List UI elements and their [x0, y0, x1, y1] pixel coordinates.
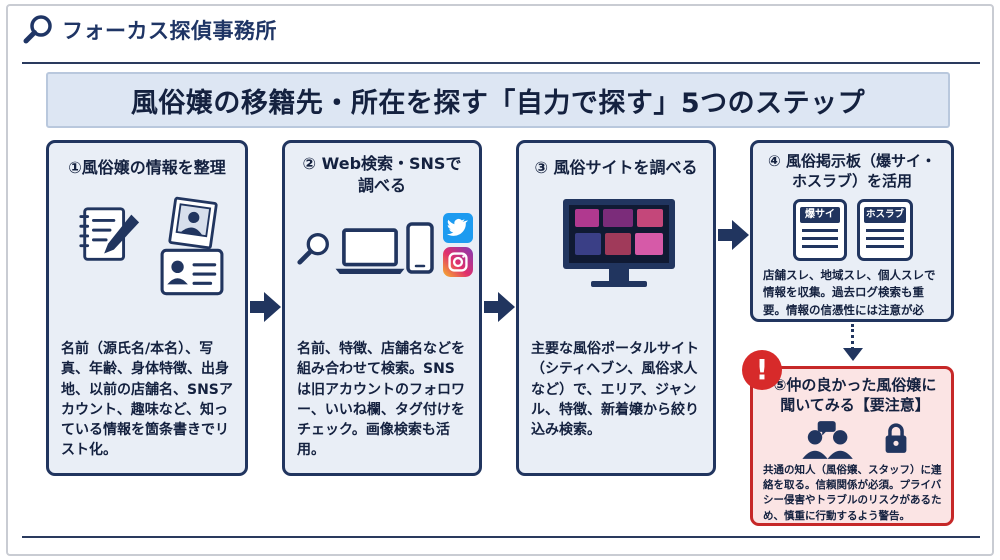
twitter-icon: [443, 213, 473, 243]
phone-label-hosulove: ホスラブ: [864, 207, 906, 223]
id-card-icon: [160, 248, 224, 296]
alert-icon: !: [742, 350, 782, 390]
step-card-2: ② Web検索・SNSで 調べる 名前、特徴、店舗名などを組み合わせて検索。SN…: [282, 140, 482, 476]
arrow-right-icon: [484, 292, 515, 322]
laptop-icon: [335, 228, 405, 274]
step-2-description: 名前、特徴、店舗名などを組み合わせて検索。SNSは旧アカウントのフォロワー、いい…: [297, 341, 465, 459]
monitor-icon: [563, 199, 675, 287]
step-card-4: ④ 風俗掲示板（爆サイ・ ホスラブ）を活用 爆サイ ホスラブ 店舗スレ、地域スレ…: [750, 140, 954, 322]
step-2-title: ② Web検索・SNSで 調べる: [293, 153, 471, 196]
people-chat-icon: [802, 421, 853, 459]
step-5-description: 共通の知人（風俗嬢、スタッフ）に連絡を取る。信頼関係が必須。プライバシー侵害やト…: [763, 464, 942, 522]
step-4-description: 店舗スレ、地域スレ、個人スレで情報を収集。過去ログ検索も重要。情報の信憑性には注…: [763, 268, 936, 317]
step-2-title-line-1: ② Web検索・SNSで: [302, 154, 462, 173]
header-divider: [22, 62, 980, 64]
magnifier-icon: [297, 233, 329, 265]
step-5-title-line-1: ⑤仲の良かった風俗嬢に: [773, 376, 937, 394]
step-card-3: ③ 風俗サイトを調べる 主要な風俗ポータルサイト（シティヘブン、風俗求人など）で…: [516, 140, 716, 476]
instagram-icon: [443, 247, 473, 277]
photo-card-icon: [168, 196, 218, 250]
step-5-title: ⑤仲の良かった風俗嬢に 聞いてみる【要注意】: [767, 375, 943, 416]
smartphone-icon: [406, 222, 434, 274]
phone-label-bakusai: 爆サイ: [800, 207, 840, 223]
step-3-description: 主要な風俗ポータルサイト（シティヘブン、風俗求人など）で、エリア、ジャンル、特徴…: [531, 341, 699, 439]
arrow-right-icon: [250, 292, 281, 322]
brand-name: フォーカス探偵事務所: [62, 19, 277, 43]
phone-hosulove-icon: ホスラブ: [857, 199, 913, 261]
step-card-5: ⑤仲の良かった風俗嬢に 聞いてみる【要注意】 共通の知人（風俗嬢、スタッフ）に連…: [750, 366, 954, 526]
footer-divider: [22, 536, 980, 538]
magnifier-icon: [23, 15, 52, 44]
step-5-title-line-2: 聞いてみる【要注意】: [780, 396, 930, 415]
step-3-title: ③ 風俗サイトを調べる: [534, 158, 698, 177]
lock-icon: [885, 423, 907, 453]
page-title: 風俗嬢の移籍先・所在を探す「自力で探す」5つのステップ: [130, 87, 866, 119]
page-frame: [6, 4, 994, 556]
title-banner: 風俗嬢の移籍先・所在を探す「自力で探す」5つのステップ: [46, 72, 950, 128]
arrow-down-icon: [843, 348, 863, 361]
brand-header: フォーカス探偵事務所: [22, 12, 277, 48]
step-4-title-line-2: ホスラブ）を活用: [791, 172, 912, 191]
phone-bakusai-icon: 爆サイ: [793, 199, 847, 261]
step-1-title: ①風俗嬢の情報を整理: [68, 158, 226, 177]
dotted-connector: [851, 324, 854, 350]
arrow-right-icon: [718, 220, 749, 250]
step-card-1: ①風俗嬢の情報を整理 名前（源氏名/本名）、写真、年齢、身体特徴、出身地、以前の…: [46, 140, 248, 476]
step-2-title-line-2: 調べる: [357, 175, 406, 195]
step-1-description: 名前（源氏名/本名）、写真、年齢、身体特徴、出身地、以前の店舗名、SNSアカウン…: [61, 341, 233, 459]
notebook-pen-icon: [79, 207, 140, 261]
step-4-title-line-1: ④ 風俗掲示板（爆サイ・: [768, 152, 936, 170]
step-4-title: ④ 風俗掲示板（爆サイ・ ホスラブ）を活用: [761, 151, 943, 192]
